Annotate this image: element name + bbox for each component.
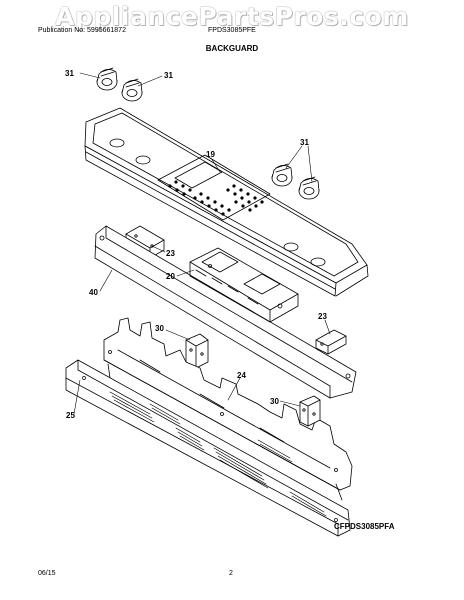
keypad-buttons (168, 180, 264, 216)
page-number: 2 (229, 570, 233, 577)
callout-knob-b: 31 (164, 71, 173, 80)
knob-left-2 (121, 78, 143, 102)
backguard-panel (84, 107, 369, 297)
callout-shield: 24 (237, 371, 246, 380)
callout-vent-trim: 25 (66, 411, 75, 420)
bracket-lower-right (299, 395, 321, 427)
footer-date: 06/15 (38, 570, 56, 577)
control-board (189, 247, 299, 323)
bracket-right (315, 329, 347, 355)
callout-bracket-top: 23 (166, 249, 175, 258)
vent-slots (82, 376, 338, 522)
knob-right-2 (298, 176, 320, 200)
callout-control-board: 20 (166, 272, 175, 281)
figure-code: CFPDS3085PFA (334, 522, 395, 531)
vent-trim (65, 359, 351, 537)
publication-number: Publication No: 5995661872 (38, 27, 126, 34)
heat-shield (103, 317, 353, 501)
callout-knob-right: 31 (300, 138, 309, 147)
watermark: AppliancePartsPros.com (55, 2, 409, 31)
callout-bracket-right: 23 (318, 312, 327, 321)
callout-backguard: 19 (206, 150, 215, 159)
bracket-left (185, 333, 209, 369)
model-number: FPDS3085PFE (208, 27, 256, 34)
callout-end-panel: 40 (89, 288, 98, 297)
end-panel-trim (94, 225, 357, 399)
knob-left-1 (96, 67, 118, 91)
callout-bracket-left: 30 (155, 324, 164, 333)
callout-bracket-lower-right: 30 (270, 397, 279, 406)
knob-right-1 (271, 163, 293, 187)
page-title: BACKGUARD (205, 44, 259, 53)
callout-knob-a: 31 (65, 69, 74, 78)
leader-lines (73, 72, 331, 415)
